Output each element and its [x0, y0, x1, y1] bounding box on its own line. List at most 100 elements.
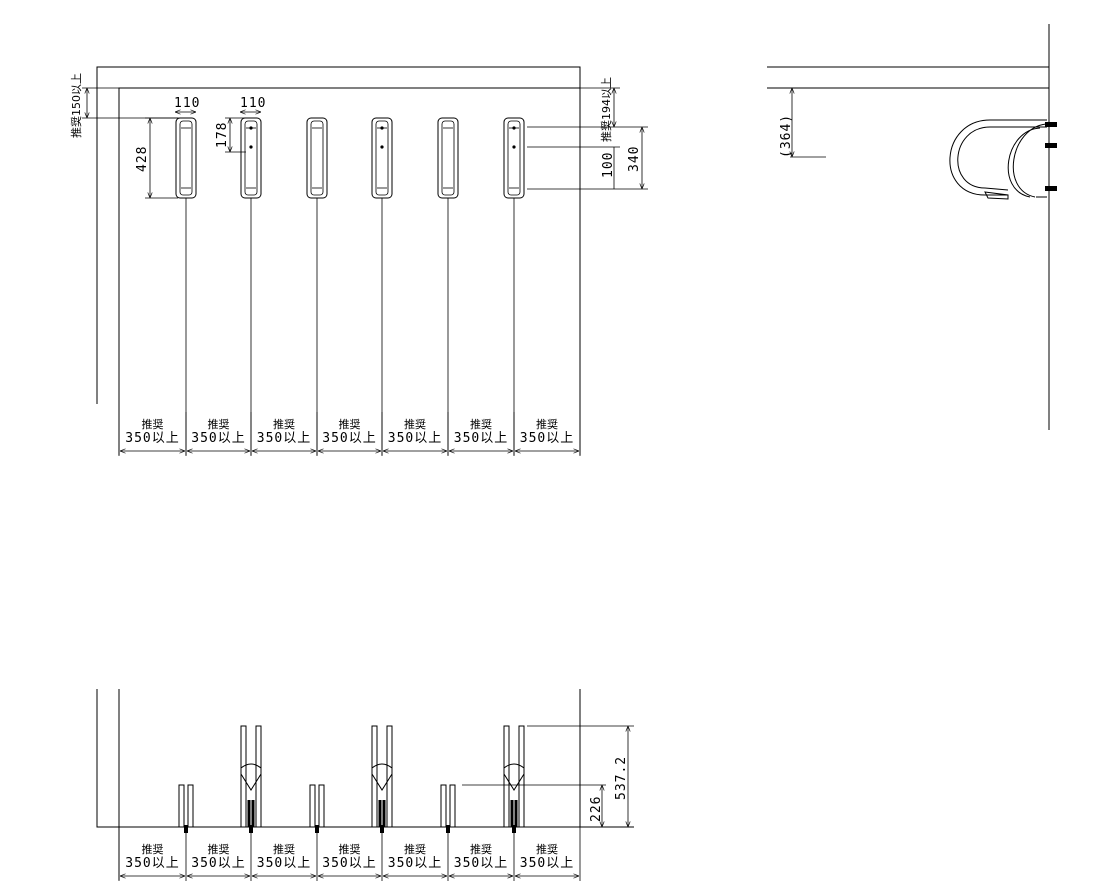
- elevation-racks: [178, 725, 525, 833]
- spacing-recommend-label: 推奨: [339, 842, 361, 856]
- high-height-label: 537.2: [614, 756, 629, 800]
- bolt-bottom: [1045, 186, 1057, 191]
- elev-rack: [503, 725, 525, 833]
- plan-rack: [503, 117, 525, 455]
- spacing-recommend-label: 推奨: [404, 417, 426, 431]
- bolt-top: [1045, 122, 1057, 127]
- rack-body: [175, 117, 197, 199]
- low-height-label: 226: [589, 796, 604, 822]
- rack-arm-left: [309, 784, 316, 827]
- rack-inner: [375, 120, 389, 196]
- spacing-value-label: 350以上: [322, 431, 376, 446]
- spacing-value-label: 350以上: [191, 856, 245, 871]
- elev-rack: [440, 784, 456, 833]
- rack-cradle: [503, 763, 525, 791]
- spacing-recommend-label: 推奨: [208, 842, 230, 856]
- elev-rack: [240, 725, 262, 833]
- spacing-value-label: 350以上: [454, 431, 508, 446]
- rack-cradle: [371, 763, 393, 791]
- rack-arm-left: [440, 784, 447, 827]
- rack-inner: [310, 120, 324, 196]
- plan-rack: [437, 117, 459, 455]
- spacing-value-label: 350以上: [454, 856, 508, 871]
- elevation-spacing-dims: 推奨350以上推奨350以上推奨350以上推奨350以上推奨350以上推奨350…: [118, 827, 581, 881]
- plan-rack: [175, 117, 197, 455]
- mount-hole: [380, 126, 384, 130]
- rack-body: [437, 117, 459, 199]
- spacing-recommend-label: 推奨: [536, 842, 558, 856]
- spacing-value-label: 350以上: [125, 431, 179, 446]
- rack-arm-right: [518, 725, 525, 827]
- spacing-recommend-label: 推奨: [470, 842, 492, 856]
- hole-offset-dim: 178: [215, 117, 246, 153]
- rack-body: [240, 117, 262, 199]
- top-clearance-label: 推奨150以上: [69, 73, 83, 138]
- spacing-value-label: 350以上: [322, 856, 376, 871]
- bolt-mid: [1045, 143, 1057, 148]
- rack-arm-right: [187, 784, 194, 827]
- rack-width-dim-1: 110: [174, 96, 200, 112]
- spacing-recommend-label: 推奨: [142, 417, 164, 431]
- rack-arm-right: [449, 784, 456, 827]
- elev-height-dims: 226 537.2: [462, 725, 634, 827]
- spacing-value-label: 350以上: [125, 856, 179, 871]
- plan-view: 推奨150以上 110 110 428 178: [69, 66, 648, 456]
- spacing-recommend-label: 推奨: [339, 417, 361, 431]
- mount-hole: [249, 126, 253, 130]
- hook-profile: [949, 119, 1057, 200]
- spacing-recommend-label: 推奨: [536, 417, 558, 431]
- rack-inner: [179, 120, 193, 196]
- elev-rack: [178, 784, 194, 833]
- elev-rack: [309, 784, 325, 833]
- rack-arm-right: [255, 725, 262, 827]
- spacing-value-label: 350以上: [520, 431, 574, 446]
- spacing-value-label: 350以上: [257, 856, 311, 871]
- plan-rack: [306, 117, 328, 455]
- side-clearance-label: 推奨194以上: [599, 77, 613, 142]
- hole-spacing-label: 100: [601, 152, 616, 178]
- rack-arm-right: [386, 725, 393, 827]
- spacing-recommend-label: 推奨: [404, 842, 426, 856]
- rack-arm-left: [178, 784, 185, 827]
- rack-cradle: [240, 763, 262, 791]
- plan-rack: [240, 117, 262, 455]
- spacing-value-label: 350以上: [520, 856, 574, 871]
- spacing-value-label: 350以上: [257, 431, 311, 446]
- mount-hole: [249, 145, 253, 149]
- rack-width-label-1: 110: [174, 96, 200, 111]
- rack-arm-right: [318, 784, 325, 827]
- elev-outline: [96, 689, 581, 828]
- front-elevation: 226 537.2 推奨350以上推奨350以上推奨350以上推奨350以上推奨…: [96, 689, 634, 881]
- top-clearance-dim: 推奨150以上: [69, 73, 180, 138]
- rack-arm-left: [240, 725, 247, 827]
- plan-spacing-dims: 推奨350以上推奨350以上推奨350以上推奨350以上推奨350以上推奨350…: [118, 412, 581, 456]
- rack-arm-left: [371, 725, 378, 827]
- spacing-recommend-label: 推奨: [273, 842, 295, 856]
- rack-length-dim: 428: [135, 117, 178, 199]
- spacing-recommend-label: 推奨: [470, 417, 492, 431]
- spacing-recommend-label: 推奨: [208, 417, 230, 431]
- rack-width-label-2: 110: [240, 96, 266, 111]
- rack-width-dim-2: 110: [240, 96, 266, 112]
- spacing-recommend-label: 推奨: [142, 842, 164, 856]
- rack-length-label: 428: [135, 146, 150, 172]
- rack-body: [503, 117, 525, 199]
- plan-outer-wall: [96, 66, 581, 455]
- rack-inner: [441, 120, 455, 196]
- mount-height-label: 340: [627, 146, 642, 172]
- mount-hole: [380, 145, 384, 149]
